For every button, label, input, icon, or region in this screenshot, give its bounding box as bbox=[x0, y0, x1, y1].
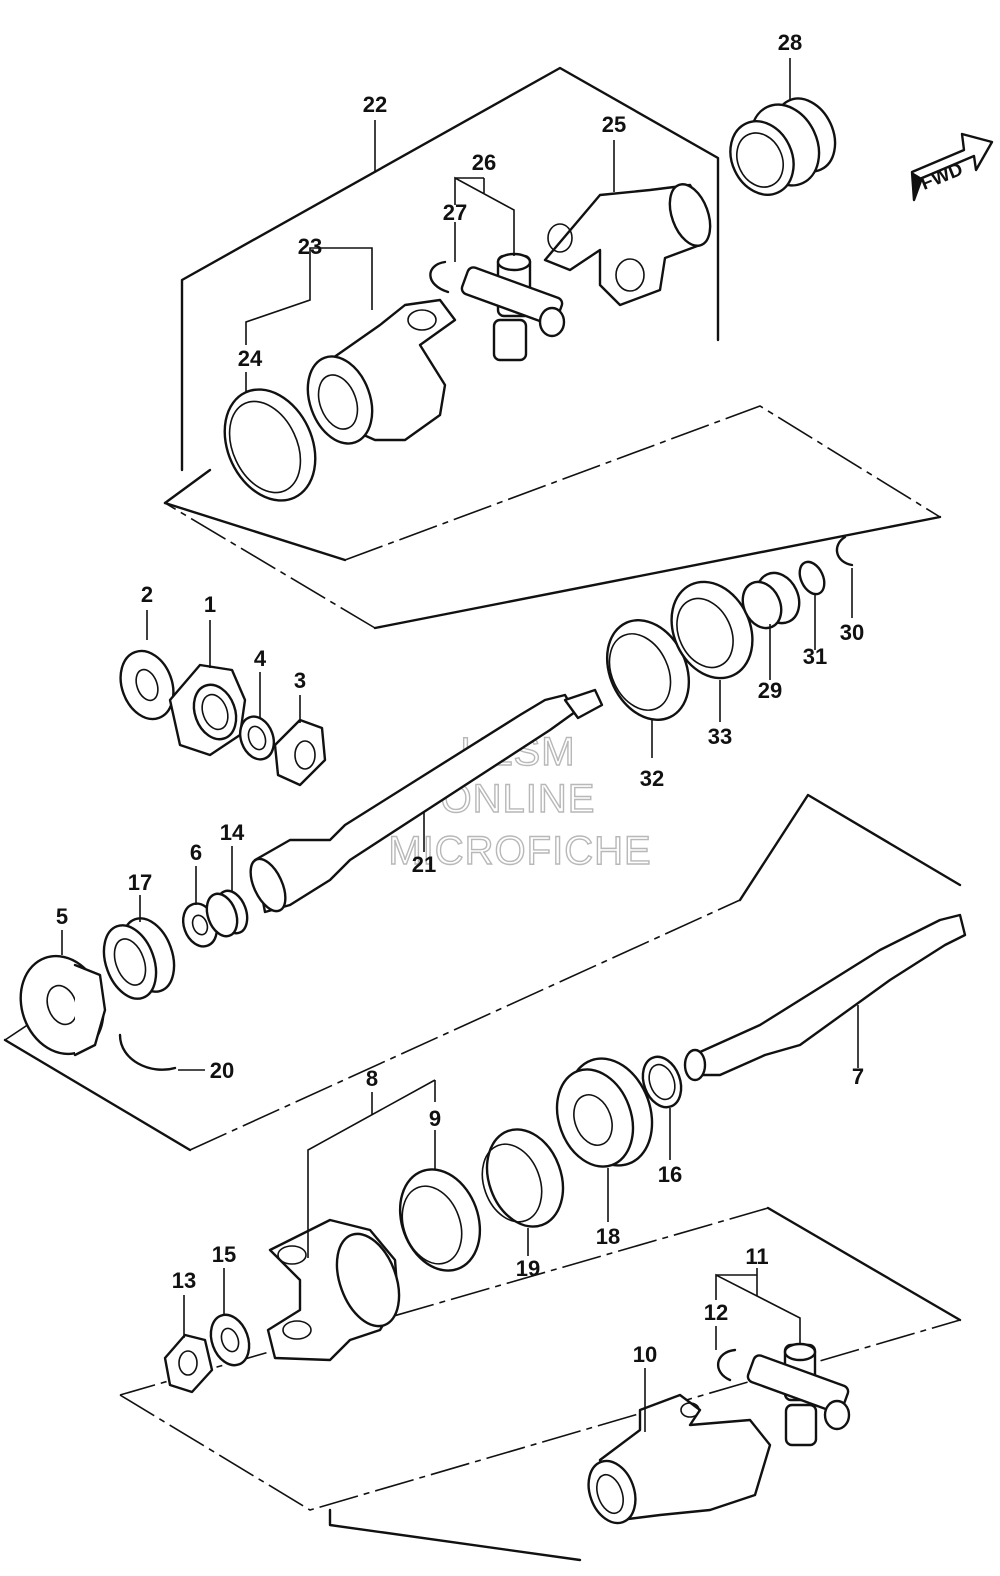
part-29-bushing bbox=[741, 571, 801, 630]
label-24: 24 bbox=[238, 346, 263, 371]
part-12-clip bbox=[717, 1348, 737, 1382]
lower-joint-group-box bbox=[119, 1206, 962, 1562]
label-16: 16 bbox=[658, 1162, 682, 1187]
label-30: 30 bbox=[840, 620, 864, 645]
label-2: 2 bbox=[141, 582, 153, 607]
part-17-bearing bbox=[102, 917, 176, 1000]
part-30-clip bbox=[835, 535, 854, 567]
part-13-nut bbox=[163, 1333, 214, 1394]
label-17: 17 bbox=[128, 870, 152, 895]
part-8-yoke bbox=[266, 1218, 401, 1362]
label-14: 14 bbox=[220, 820, 245, 845]
fwd-arrow-icon: FWD bbox=[910, 132, 994, 202]
label-13: 13 bbox=[172, 1268, 196, 1293]
part-4-washer bbox=[238, 715, 276, 761]
label-28: 28 bbox=[778, 30, 802, 55]
part-11-cross bbox=[746, 1342, 851, 1447]
part-1-bevel-gear bbox=[168, 663, 247, 757]
part-23-yoke bbox=[306, 298, 457, 445]
part-28-boot bbox=[729, 97, 837, 196]
label-31: 31 bbox=[803, 644, 827, 669]
label-19: 19 bbox=[516, 1256, 540, 1281]
part-number-labels: 28 22 25 26 27 23 24 2 1 4 3 30 31 29 33… bbox=[56, 30, 864, 1367]
label-33: 33 bbox=[708, 724, 732, 749]
part-14-washer bbox=[205, 889, 249, 938]
label-25: 25 bbox=[602, 112, 626, 137]
part-5-gear bbox=[19, 954, 107, 1057]
watermark-line-3: MICROFICHE bbox=[388, 829, 651, 873]
label-3: 3 bbox=[294, 668, 306, 693]
part-10-yoke bbox=[587, 1393, 772, 1525]
part-18-bearing bbox=[555, 1057, 654, 1168]
label-5: 5 bbox=[56, 904, 68, 929]
label-26: 26 bbox=[472, 150, 496, 175]
part-16-ring bbox=[641, 1055, 683, 1109]
label-23: 23 bbox=[298, 234, 322, 259]
label-15: 15 bbox=[212, 1242, 236, 1267]
label-4: 4 bbox=[254, 646, 267, 671]
part-3-nut bbox=[273, 718, 327, 787]
part-31-ring bbox=[798, 560, 826, 596]
label-7: 7 bbox=[852, 1064, 864, 1089]
label-11: 11 bbox=[745, 1244, 768, 1269]
part-24-ring bbox=[223, 388, 317, 502]
part-7-drive-shaft bbox=[683, 913, 967, 1082]
label-6: 6 bbox=[190, 840, 202, 865]
label-18: 18 bbox=[596, 1224, 620, 1249]
label-29: 29 bbox=[758, 678, 782, 703]
leader-lines bbox=[61, 58, 859, 1432]
part-21-shaft bbox=[249, 688, 604, 914]
label-12: 12 bbox=[704, 1300, 728, 1325]
label-22: 22 bbox=[363, 92, 387, 117]
upper-joint-group-box bbox=[163, 66, 942, 630]
label-10: 10 bbox=[633, 1342, 657, 1367]
part-25-yoke bbox=[543, 183, 712, 307]
part-19-seal bbox=[481, 1128, 565, 1228]
label-32: 32 bbox=[640, 766, 664, 791]
label-1: 1 bbox=[204, 592, 216, 617]
part-33-seal bbox=[670, 580, 754, 680]
part-20-clip bbox=[118, 1033, 177, 1071]
label-9: 9 bbox=[429, 1106, 441, 1131]
label-21: 21 bbox=[412, 852, 436, 877]
part-26-cross bbox=[460, 252, 566, 362]
part-15-washer bbox=[209, 1313, 251, 1367]
label-27: 27 bbox=[443, 200, 467, 225]
label-20: 20 bbox=[210, 1058, 234, 1083]
part-2-washer bbox=[119, 649, 175, 721]
part-9-seal bbox=[398, 1168, 482, 1272]
label-8: 8 bbox=[366, 1066, 378, 1091]
part-27-clip bbox=[429, 260, 450, 294]
